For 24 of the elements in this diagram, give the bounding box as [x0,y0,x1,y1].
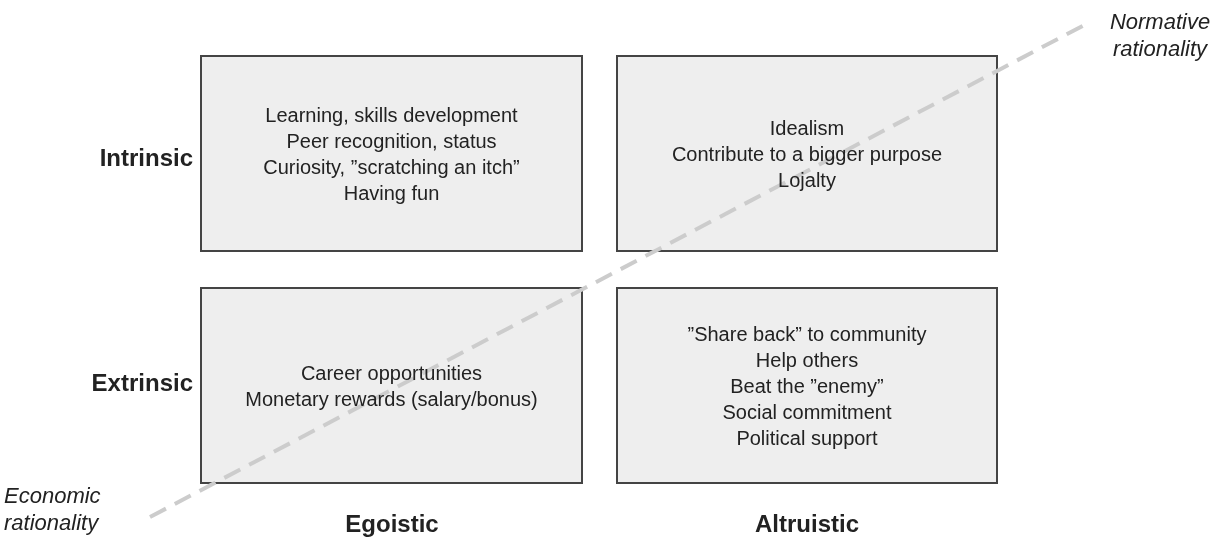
quadrant-box [200,287,583,484]
axis-label: Egoistic [345,509,439,539]
motivation-text: ”Share back” to community [687,321,927,347]
motivation-text: Contribute to a bigger purpose [671,141,943,167]
motivation-text: Lojalty [778,167,836,193]
quadrant-box [616,287,998,484]
axis-label: Economic rationality [4,482,102,536]
axis-label: Normative rationality [1108,8,1212,62]
motivation-text: Peer recognition, status [286,128,497,154]
motivation-text: Monetary rewards (salary/bonus) [245,386,538,412]
motivation-text: Beat the ”enemy” [730,373,884,399]
motivation-text: Help others [755,347,859,373]
motivation-text: Political support [736,425,878,451]
motivation-text: Career opportunities [300,360,483,386]
axis-label: Extrinsic [91,368,193,398]
quadrant-box [616,55,998,252]
quadrant-box [200,55,583,252]
motivation-text: Having fun [343,180,440,206]
motivation-text: Learning, skills development [265,102,518,128]
motivation-text: Idealism [769,115,845,141]
axis-label: Intrinsic [99,143,193,173]
axis-label: Altruistic [755,509,859,539]
motivation-text: Social commitment [722,399,892,425]
motivation-text: Curiosity, ”scratching an itch” [263,154,520,180]
